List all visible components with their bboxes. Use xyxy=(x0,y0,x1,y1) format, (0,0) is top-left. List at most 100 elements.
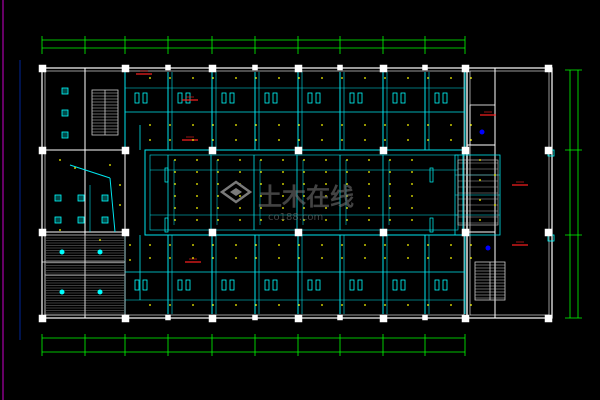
downlight-dot xyxy=(479,159,481,161)
downlight-dot xyxy=(282,195,284,197)
downlight-dot xyxy=(235,77,237,79)
downlight-dot xyxy=(450,77,452,79)
tube-light xyxy=(429,217,434,233)
downlight-dot xyxy=(278,304,280,306)
panel-light xyxy=(272,92,278,104)
downlight-dot xyxy=(346,159,348,161)
downlight-dot xyxy=(321,257,323,259)
downlight-dot xyxy=(325,159,327,161)
downlight-dot xyxy=(235,257,237,259)
downlight-dot xyxy=(321,139,323,141)
downlight-dot xyxy=(212,257,214,259)
downlight-dot xyxy=(450,124,452,126)
downlight-dot xyxy=(427,77,429,79)
downlight-dot xyxy=(407,257,409,259)
downlight-dot xyxy=(169,257,171,259)
downlight-dot xyxy=(235,124,237,126)
downlight-dot xyxy=(427,139,429,141)
downlight-dot xyxy=(298,77,300,79)
downlight-dot xyxy=(384,77,386,79)
downlight-dot xyxy=(407,304,409,306)
downlight-dot xyxy=(346,219,348,221)
panel-light xyxy=(434,279,440,291)
downlight-dot xyxy=(384,139,386,141)
downlight-dot xyxy=(364,77,366,79)
structural-column xyxy=(208,64,217,73)
downlight-dot xyxy=(217,171,219,173)
panel-light xyxy=(142,279,148,291)
structural-column xyxy=(379,228,388,237)
downlight-dot xyxy=(239,195,241,197)
downlight-dot xyxy=(282,159,284,161)
downlight-dot xyxy=(364,304,366,306)
downlight-dot xyxy=(192,244,194,246)
downlight-dot xyxy=(149,77,151,79)
panel-light xyxy=(315,279,321,291)
panel-light xyxy=(229,92,235,104)
downlight-dot xyxy=(470,304,472,306)
downlight-dot xyxy=(99,239,101,241)
downlight-dot xyxy=(174,207,176,209)
downlight-dot xyxy=(364,244,366,246)
downlight-dot xyxy=(278,77,280,79)
corridor-ceiling-band xyxy=(144,149,464,236)
downlight-dot xyxy=(196,159,198,161)
square-light xyxy=(101,216,109,224)
downlight-dot xyxy=(149,304,151,306)
panel-light xyxy=(185,279,191,291)
grid-diagonal xyxy=(109,177,116,233)
structural-column xyxy=(121,314,130,323)
downlight-dots xyxy=(59,77,496,306)
downlight-dot xyxy=(479,219,481,221)
downlight-dot xyxy=(59,229,61,231)
panel-light xyxy=(357,92,363,104)
downlight-dot xyxy=(278,124,280,126)
panel-light xyxy=(142,92,148,104)
toilet-room xyxy=(469,104,496,146)
downlight-dot xyxy=(174,159,176,161)
dimension-line-bottom xyxy=(41,334,466,356)
downlight-dot xyxy=(129,259,131,261)
downlight-dot xyxy=(260,195,262,197)
structural-column xyxy=(38,314,47,323)
structural-column xyxy=(379,146,388,155)
structural-column xyxy=(38,146,47,155)
downlight-dot xyxy=(321,304,323,306)
downlight-dot xyxy=(389,195,391,197)
structural-column xyxy=(208,146,217,155)
downlight-dot xyxy=(212,139,214,141)
downlight-dot xyxy=(321,124,323,126)
downlight-dot xyxy=(59,159,61,161)
hatch-light-icon xyxy=(97,289,103,295)
downlight-dot xyxy=(298,257,300,259)
hatch-light-icon xyxy=(97,249,103,255)
dimension-line-top xyxy=(41,36,466,54)
downlight-dot xyxy=(407,139,409,141)
downlight-dot xyxy=(411,207,413,209)
downlight-dot xyxy=(255,257,257,259)
panel-light xyxy=(400,279,406,291)
stairwell-right xyxy=(457,159,506,301)
downlight-dot xyxy=(260,159,262,161)
annotation-marks xyxy=(136,70,528,263)
downlight-dot xyxy=(346,207,348,209)
downlight-dot xyxy=(389,207,391,209)
structural-column xyxy=(294,64,303,73)
downlight-dot xyxy=(192,304,194,306)
downlight-dot xyxy=(411,171,413,173)
downlight-dot xyxy=(479,199,481,201)
downlight-dot xyxy=(255,139,257,141)
downlight-dot xyxy=(169,304,171,306)
square-light xyxy=(77,194,85,202)
downlight-dot xyxy=(341,244,343,246)
downlight-dot xyxy=(235,244,237,246)
downlight-dot xyxy=(212,124,214,126)
panel-light xyxy=(392,92,398,104)
downlight-dot xyxy=(129,244,131,246)
downlight-dot xyxy=(303,159,305,161)
downlight-dot xyxy=(368,159,370,161)
downlight-dot xyxy=(411,195,413,197)
downlight-dot xyxy=(169,244,171,246)
downlight-dot xyxy=(196,207,198,209)
